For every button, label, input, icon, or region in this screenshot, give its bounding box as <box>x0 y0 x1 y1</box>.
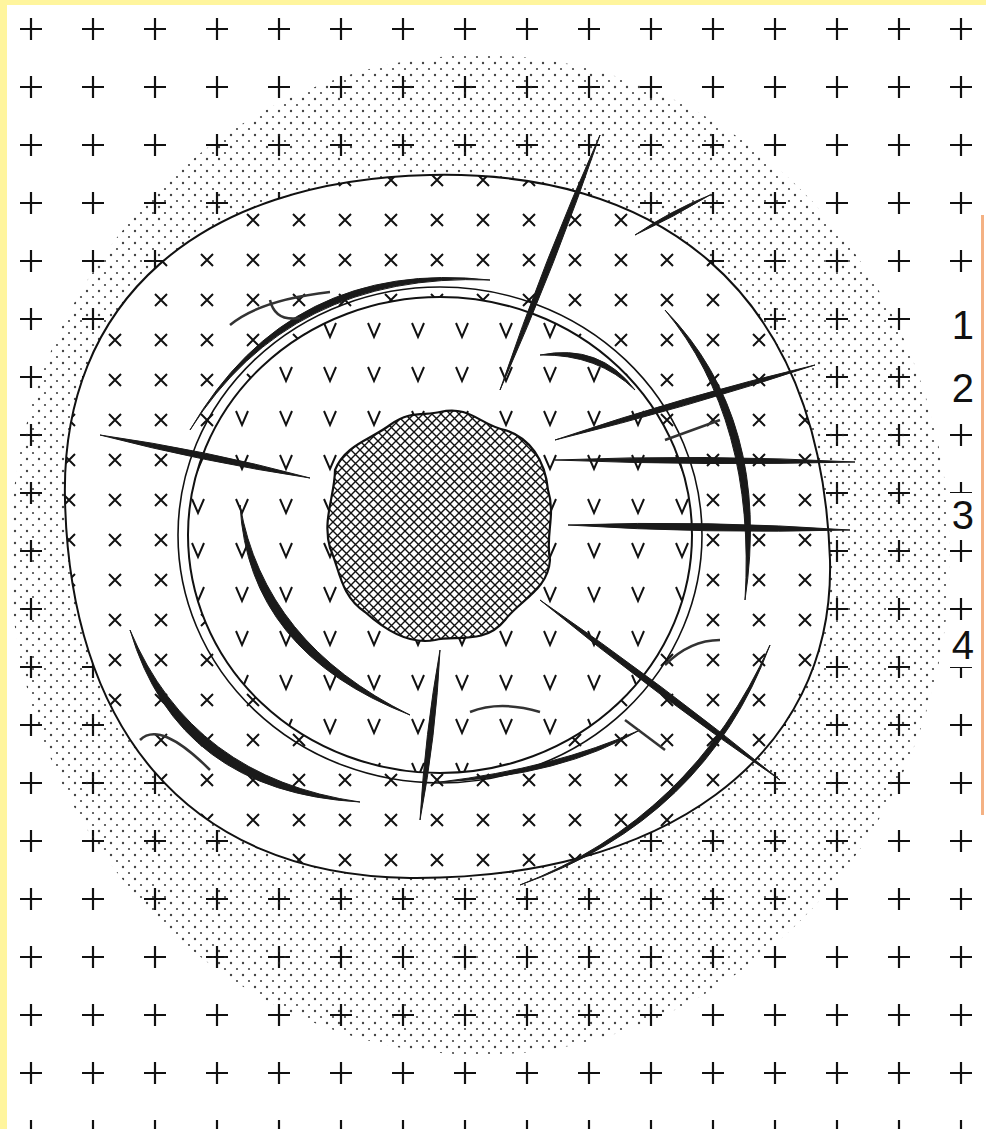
callout-number: 4 <box>950 623 976 667</box>
callout-number: 2 <box>950 366 976 410</box>
bracket-line <box>981 215 984 815</box>
frame-left <box>0 0 7 1129</box>
frame-top <box>0 0 986 5</box>
fractures <box>100 135 855 885</box>
inner-zone <box>188 297 692 773</box>
core <box>327 411 551 641</box>
zone-boundary <box>178 287 702 783</box>
thin-veins <box>140 292 720 770</box>
dotted-aureole <box>10 55 950 1055</box>
callout-number: 1 <box>950 303 976 347</box>
callout-number: 3 <box>950 493 976 537</box>
inner-zone-pattern <box>188 297 692 773</box>
